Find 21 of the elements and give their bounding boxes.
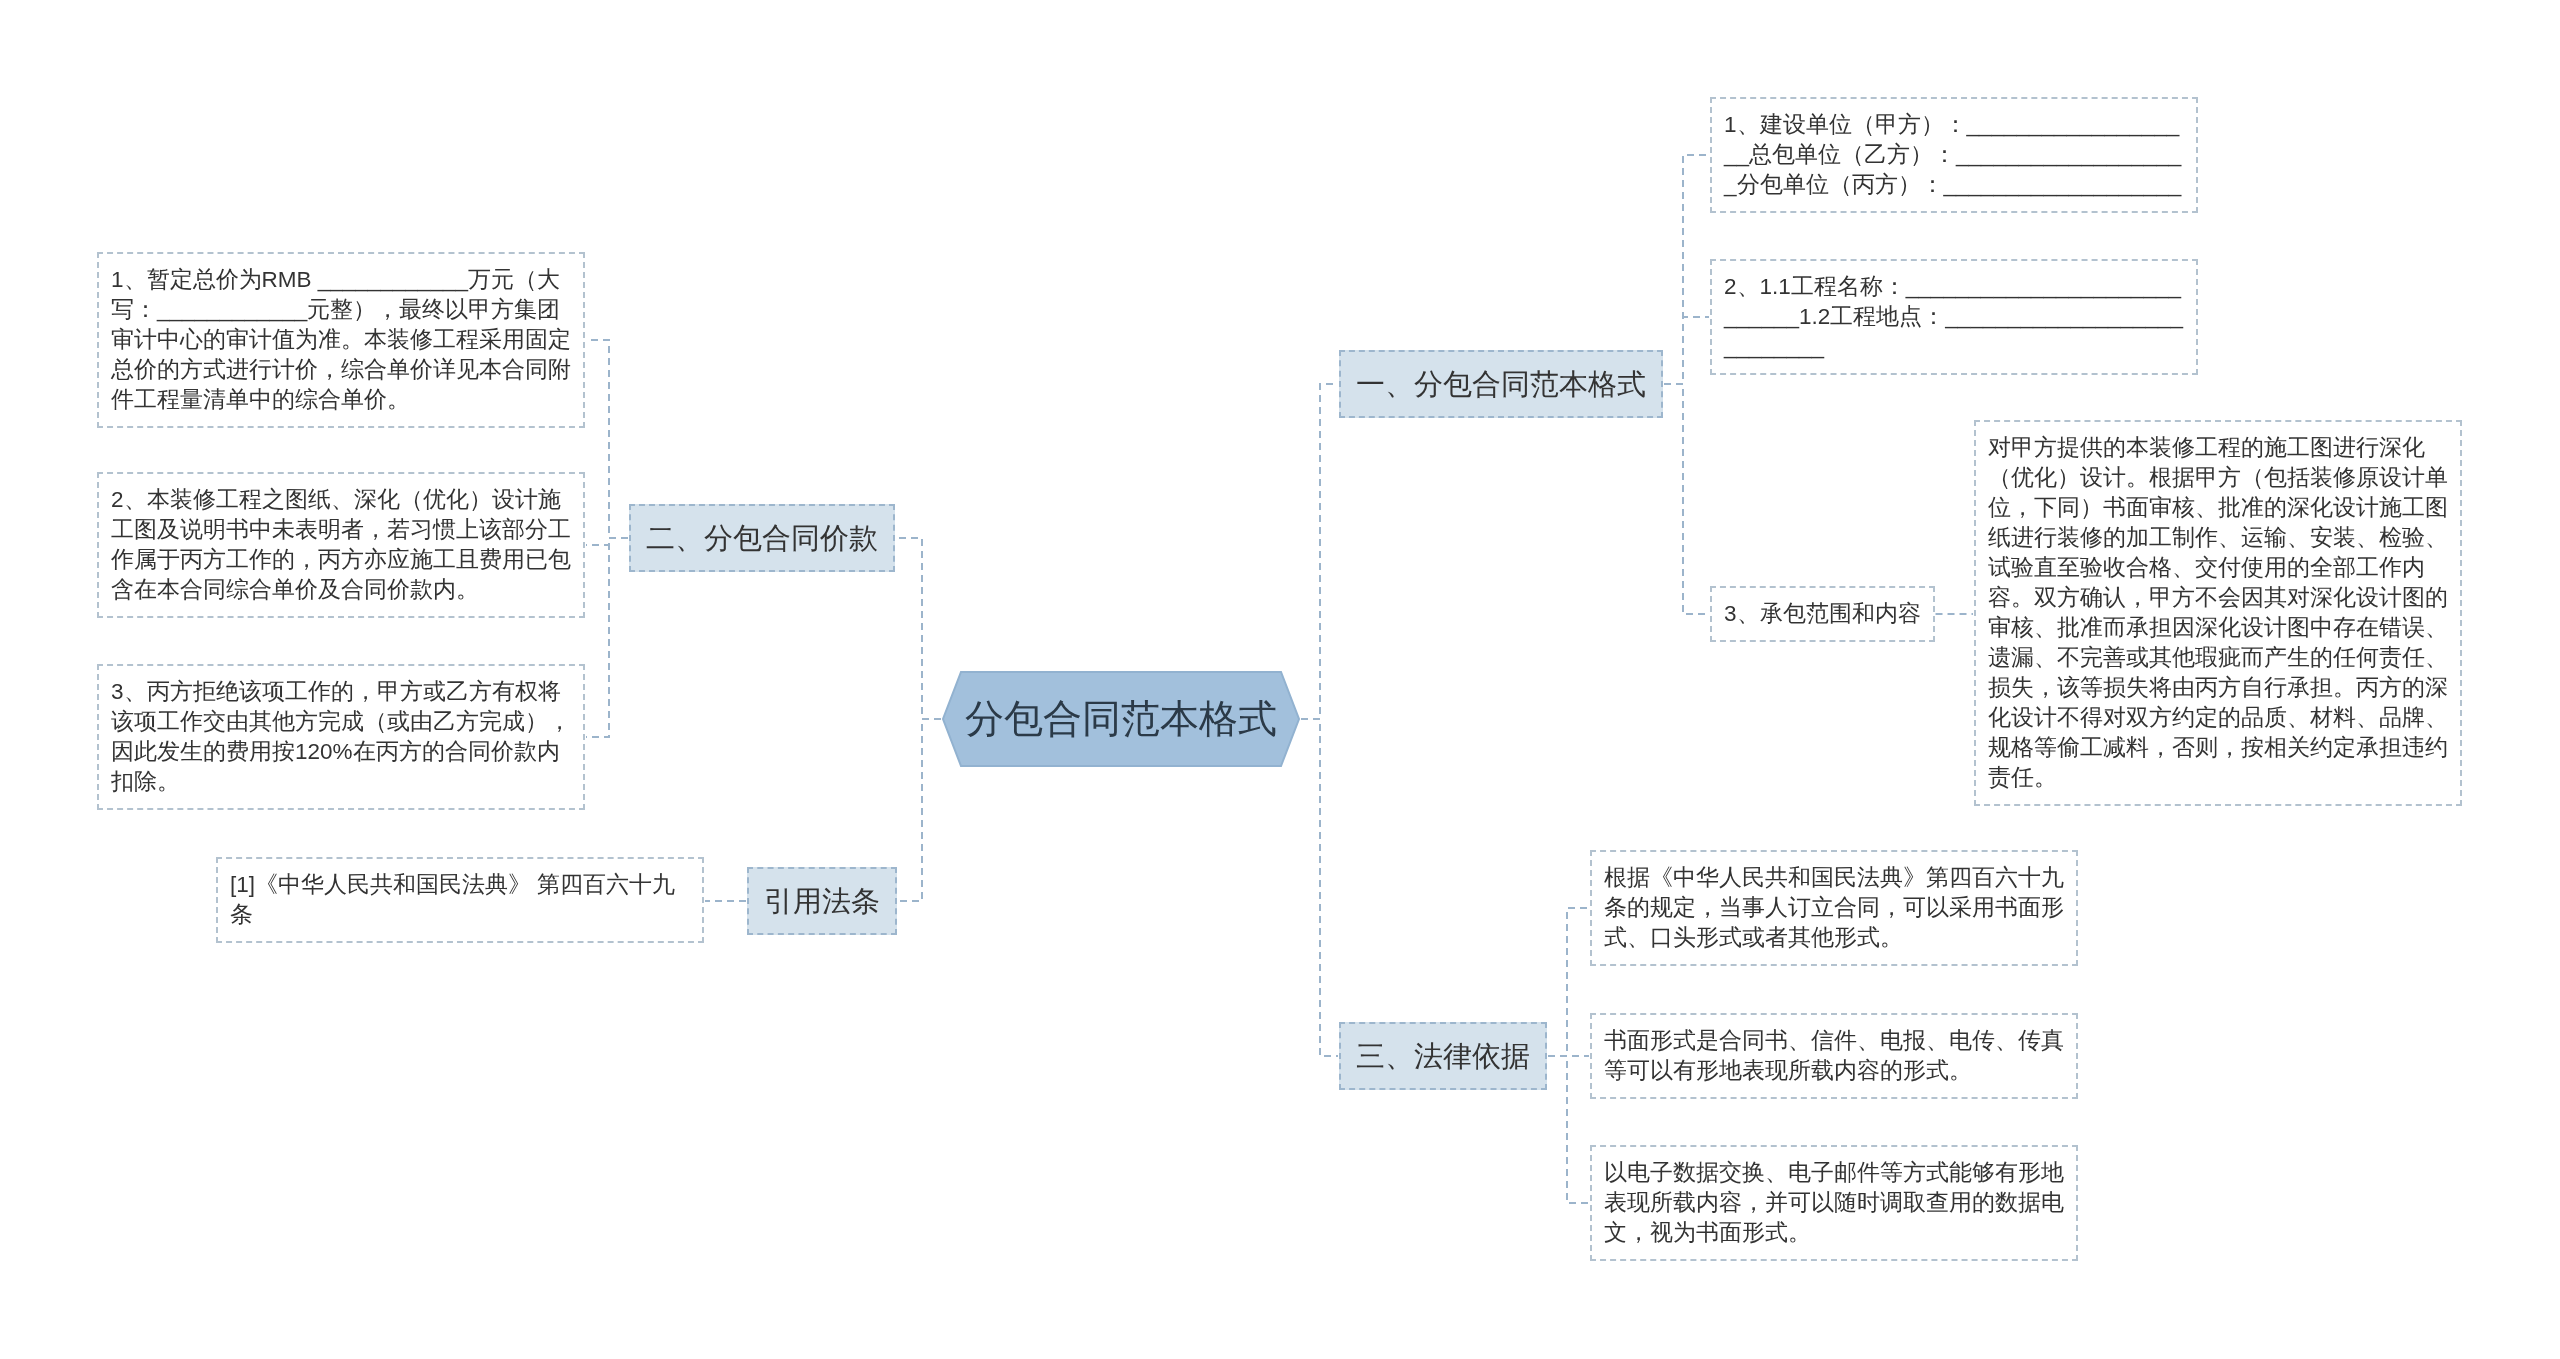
central-topic: 分包合同范本格式 — [942, 671, 1300, 767]
note-box: 1、暂定总价为RMB ____________万元（大写：____________元整），最终以甲方集团审计中心的审计值为准。本装修工程采用固定总价的方式进行计价，综合单价详见本合同附件工程量清单中的综合单价。 — [97, 252, 585, 428]
note-box: 3、承包范围和内容 — [1710, 586, 1935, 642]
connector-line — [897, 718, 942, 902]
topic-box: 二、分包合同价款 — [629, 504, 895, 572]
note-box: 书面形式是合同书、信件、电报、电传、传真等可以有形地表现所载内容的形式。 — [1590, 1013, 2078, 1099]
note-box: 3、丙方拒绝该项工作的，甲方或乙方有权将该项工作交由其他方完成（或由乙方完成），因此发生的费用按120%在丙方的合同价款内扣除。 — [97, 664, 585, 810]
topic-box: 引用法条 — [747, 867, 897, 935]
connector-line — [1934, 613, 1974, 615]
topic-box: 三、法律依据 — [1339, 1022, 1547, 1090]
topic-box: 一、分包合同范本格式 — [1339, 350, 1663, 418]
connector-line — [1547, 1055, 1590, 1204]
note-box: 对甲方提供的本装修工程的施工图进行深化（优化）设计。根据甲方（包括装修原设计单位，下同）书面审核、批准的深化设计施工图纸进行装修的加工制作、运输、安装、检验、试验直至验收合格、交付使用的全部工作内容。双方确认，甲方不会因其对深化设计图的审核、批准而承担因深化设计图中存在错误、遗漏、不完善或其他瑕疵而产生的任何责任、损失，该等损失将由丙方自行承担。丙方的深化设计不得对双方约定的品质、材料、品牌、规格等偷工减料，否则，按相关约定承担违约责任。 — [1974, 420, 2462, 806]
connector-line — [1300, 718, 1339, 1057]
note-box: 以电子数据交换、电子邮件等方式能够有形地表现所载内容，并可以随时调取查用的数据电文，视为书面形式。 — [1590, 1145, 2078, 1261]
note-box: 根据《中华人民共和国民法典》第四百六十九条的规定，当事人订立合同，可以采用书面形式、口头形式或者其他形式。 — [1590, 850, 2078, 966]
connector-line — [704, 900, 747, 902]
note-box: 2、1.1工程名称：____________________________1.2工程地点：___________________________ — [1710, 259, 2198, 375]
note-box: [1]《中华人民共和国民法典》 第四百六十九条 — [216, 857, 704, 943]
note-box: 2、本装修工程之图纸、深化（优化）设计施工图及说明书中未表明者，若习惯上该部分工作属于丙方工作的，丙方亦应施工且费用已包含在本合同综合单价及合同价款内。 — [97, 472, 585, 618]
note-box: 1、建设单位（甲方）：___________________总包单位（乙方）：___________________分包单位（丙方）：___________________ — [1710, 97, 2198, 213]
